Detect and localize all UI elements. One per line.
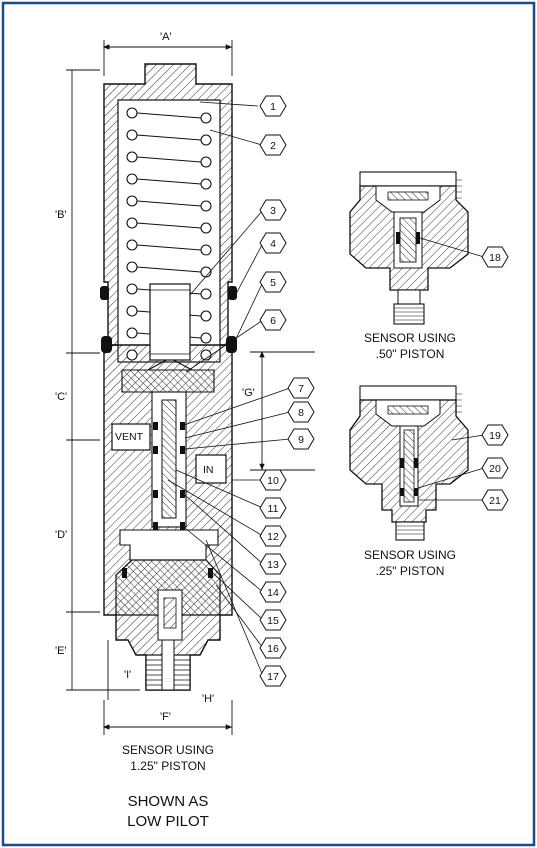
callout-21: 21 [489, 495, 501, 507]
callout-1: 1 [270, 101, 276, 113]
top-detail-caption-line2: .50" PISTON [376, 347, 445, 361]
callout-19: 19 [489, 430, 501, 442]
callout-18: 18 [489, 252, 501, 264]
callout-3: 3 [270, 205, 276, 217]
sensor-50-detail: 18 [349, 171, 509, 325]
dim-g-label: 'G' [242, 387, 255, 399]
callout-17: 17 [267, 671, 279, 683]
callout-group-main [259, 95, 315, 687]
main-caption-line2: 1.25" PISTON [130, 759, 205, 773]
callout-8: 8 [298, 407, 304, 419]
callout-10: 10 [267, 475, 279, 487]
callout-4: 4 [270, 238, 276, 250]
dimension-lines [66, 40, 315, 735]
dimension-labels: 'A' 'B' 'C' 'D' 'E' 'F' 'G' 'H' 'I' [55, 31, 255, 723]
vent-port-label: VENT [115, 431, 144, 443]
compression-spring-icon [126, 107, 212, 361]
dim-c-label: 'C' [55, 391, 67, 403]
dim-i-label: 'I' [124, 669, 131, 681]
callout-12: 12 [267, 531, 279, 543]
leader-lines [167, 101, 291, 677]
o-ring-seal-icon [100, 286, 237, 578]
callout-9: 9 [298, 434, 304, 446]
callout-5: 5 [270, 277, 276, 289]
bottom-detail-caption-line2: .25" PISTON [376, 564, 445, 578]
dim-e-label: 'E' [55, 645, 67, 657]
dim-h-label: 'H' [202, 693, 214, 705]
callout-20: 20 [489, 463, 501, 475]
callout-13: 13 [267, 559, 279, 571]
callout-7: 7 [298, 383, 304, 395]
main-sensor-body [103, 63, 233, 691]
shown-as-line2: LOW PILOT [127, 813, 209, 830]
callout-6: 6 [270, 315, 276, 327]
callout-2: 2 [270, 140, 276, 152]
dim-f-label: 'F' [160, 711, 171, 723]
callout-16: 16 [267, 643, 279, 655]
dim-b-label: 'B' [55, 209, 67, 221]
dim-a-label: 'A' [160, 31, 172, 43]
sensor-25-detail: 19 20 21 [349, 385, 509, 541]
callout-numbers-main: 1 2 3 4 5 6 7 8 9 10 11 12 13 14 15 16 1… [267, 101, 304, 683]
in-port-label: IN [203, 464, 214, 476]
callout-15: 15 [267, 615, 279, 627]
main-caption-line1: SENSOR USING [122, 743, 214, 757]
bottom-detail-caption-line1: SENSOR USING [364, 548, 456, 562]
callout-14: 14 [267, 587, 279, 599]
top-detail-caption-line1: SENSOR USING [364, 331, 456, 345]
dim-d-label: 'D' [55, 529, 67, 541]
callout-11: 11 [268, 503, 279, 515]
shown-as-line1: SHOWN AS [128, 793, 209, 810]
